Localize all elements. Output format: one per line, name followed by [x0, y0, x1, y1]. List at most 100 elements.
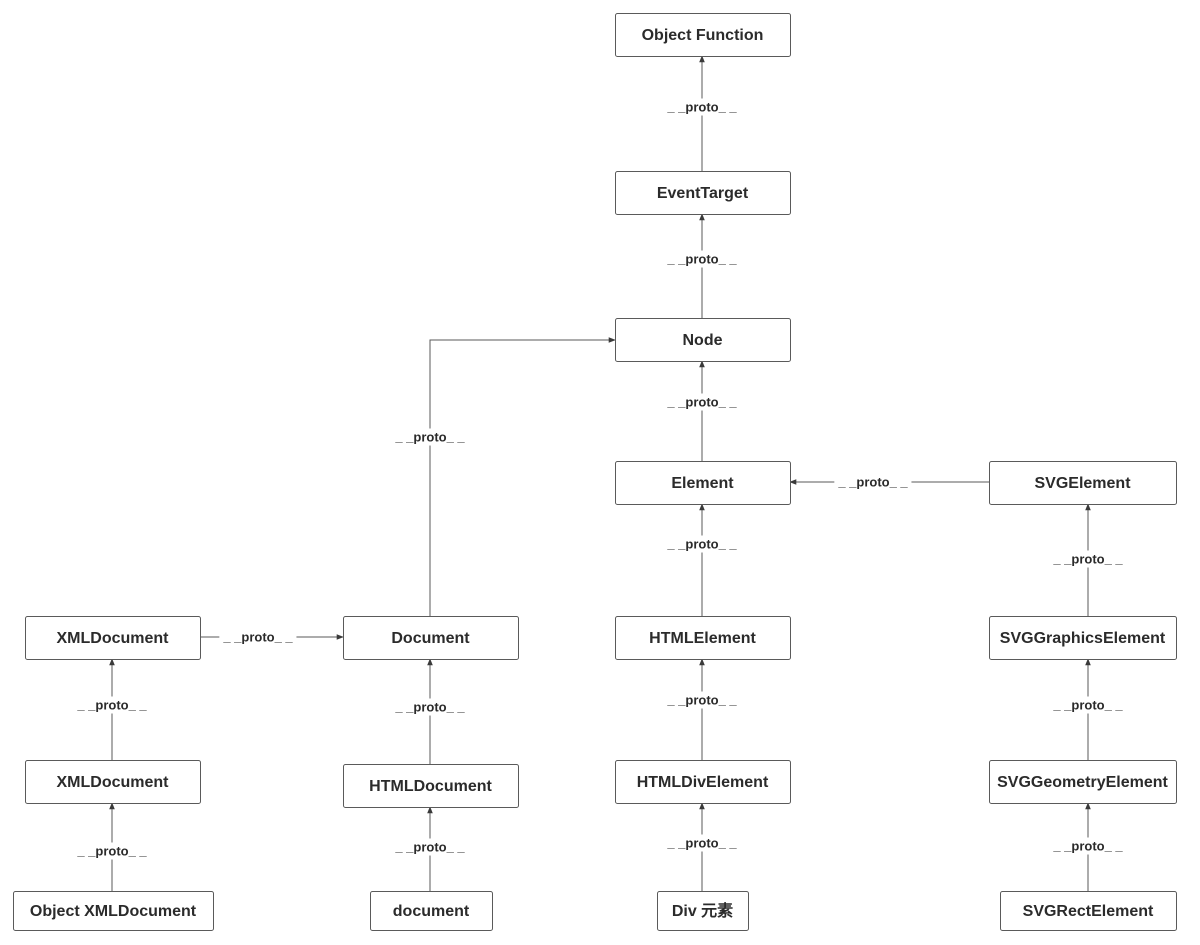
node-box — [25, 616, 201, 660]
edge-label: _ _proto_ _ — [222, 630, 293, 645]
edge-label: _ _proto_ _ — [1052, 698, 1123, 713]
node-box — [25, 760, 201, 804]
node-html-element: HTMLElement — [615, 616, 791, 660]
edge-label-background — [1049, 696, 1127, 714]
edge-label-background — [1049, 837, 1127, 855]
node-label: Object XMLDocument — [30, 903, 197, 920]
node-svg-rect-element: SVGRectElement — [1000, 891, 1177, 931]
proto-edge-svg-graphics-element-to-svg-element: _ _proto_ _ — [1049, 503, 1127, 616]
node-box — [989, 616, 1177, 660]
node-div-element: Div 元素 — [657, 891, 749, 931]
proto-edge-document-instance-to-html-document: _ _proto_ _ — [391, 806, 469, 891]
node-box — [989, 461, 1177, 505]
edge-label: _ _proto_ _ — [666, 836, 737, 851]
edge-label: _ _proto_ _ — [666, 100, 737, 115]
edge-label-background — [663, 535, 741, 553]
proto-edge-svg-rect-element-to-svg-geometry-element: _ _proto_ _ — [1049, 802, 1127, 891]
node-box — [615, 760, 791, 804]
proto-edge-node-to-event-target: _ _proto_ _ — [663, 213, 741, 318]
edge-label-background — [73, 842, 151, 860]
node-box — [615, 13, 791, 57]
node-object-xml-document: Object XMLDocument — [13, 891, 214, 931]
edge-label: _ _proto_ _ — [1052, 552, 1123, 567]
node-box — [615, 318, 791, 362]
node-node: Node — [615, 318, 791, 362]
node-svg-graphics-element: SVGGraphicsElement — [989, 616, 1177, 660]
proto-edge-div-element-to-html-div-element: _ _proto_ _ — [663, 802, 741, 891]
node-box — [657, 891, 749, 931]
node-box — [343, 764, 519, 808]
node-xml-document-1: XMLDocument — [25, 616, 201, 660]
edge-label-background — [391, 838, 469, 856]
node-svg-element: SVGElement — [989, 461, 1177, 505]
node-label: SVGGeometryElement — [997, 774, 1168, 791]
node-label: Element — [671, 475, 734, 492]
node-label: Document — [391, 630, 470, 647]
edge-label-background — [1049, 550, 1127, 568]
edge-label: _ _proto_ _ — [837, 475, 908, 490]
node-box — [343, 616, 519, 660]
node-label: SVGRectElement — [1023, 903, 1154, 920]
edges-layer: _ _proto_ _ _ _proto_ _ _ _proto_ _ _ _prot… — [73, 55, 1127, 891]
edge-label-background — [663, 834, 741, 852]
node-label: HTMLDocument — [369, 778, 492, 795]
proto-edge-svg-element-to-element: _ _proto_ _ — [789, 473, 989, 491]
edge-label-background — [73, 696, 151, 714]
edge-label: _ _proto_ _ — [394, 700, 465, 715]
edge-label-background — [663, 98, 741, 116]
edge-label-background — [663, 691, 741, 709]
node-html-document: HTMLDocument — [343, 764, 519, 808]
node-label: document — [393, 903, 470, 920]
node-label: Node — [683, 332, 723, 349]
node-label: Div 元素 — [672, 901, 733, 920]
proto-edge-html-document-to-document: _ _proto_ _ — [391, 658, 469, 764]
node-label: HTMLElement — [649, 630, 756, 647]
node-xml-document-2: XMLDocument — [25, 760, 201, 804]
node-box — [615, 461, 791, 505]
edge-label-background — [834, 473, 912, 491]
proto-edge-element-to-node: _ _proto_ _ — [663, 360, 741, 461]
proto-edge-document-to-node: _ _proto_ _ — [391, 337, 616, 616]
edge-label: _ _proto_ _ — [666, 252, 737, 267]
node-html-div-element: HTMLDivElement — [615, 760, 791, 804]
edge-label: _ _proto_ _ — [1052, 839, 1123, 854]
edge-label: _ _proto_ _ — [666, 537, 737, 552]
edge-label-background — [219, 628, 297, 646]
node-box — [13, 891, 214, 931]
proto-edge-html-element-to-element: _ _proto_ _ — [663, 503, 741, 616]
edge-label: _ _proto_ _ — [666, 395, 737, 410]
node-box — [370, 891, 493, 931]
proto-edge-xml-document-1-to-document: _ _proto_ _ — [200, 628, 344, 646]
node-event-target: EventTarget — [615, 171, 791, 215]
edge-label-background — [391, 698, 469, 716]
edge-label: _ _proto_ _ — [76, 844, 147, 859]
node-box — [989, 760, 1177, 804]
node-document: Document — [343, 616, 519, 660]
node-label: EventTarget — [657, 185, 749, 202]
node-label: SVGElement — [1034, 475, 1131, 492]
node-object-function: Object Function — [615, 13, 791, 57]
proto-edge-xml-document-2-to-xml-document-1: _ _proto_ _ — [73, 658, 151, 760]
edge-label: _ _proto_ _ — [394, 430, 465, 445]
edge-label: _ _proto_ _ — [394, 840, 465, 855]
edge-label-background — [663, 250, 741, 268]
node-label: SVGGraphicsElement — [1000, 630, 1166, 647]
node-label: HTMLDivElement — [637, 774, 769, 791]
node-svg-geometry-element: SVGGeometryElement — [989, 760, 1177, 804]
node-document-instance: document — [370, 891, 493, 931]
proto-edge-object-xml-document-to-xml-document-2: _ _proto_ _ — [73, 802, 151, 891]
node-box — [1000, 891, 1177, 931]
node-element: Element — [615, 461, 791, 505]
node-box — [615, 616, 791, 660]
proto-edge-svg-geometry-element-to-svg-graphics-element: _ _proto_ _ — [1049, 658, 1127, 760]
node-label: XMLDocument — [57, 774, 170, 791]
edge-label-background — [391, 428, 469, 446]
edge-label-background — [663, 393, 741, 411]
proto-edge-event-target-to-object-function: _ _proto_ _ — [663, 55, 741, 171]
proto-edge-html-div-element-to-html-element: _ _proto_ _ — [663, 658, 741, 760]
edge-arrow — [429, 337, 616, 616]
node-box — [615, 171, 791, 215]
node-label: XMLDocument — [57, 630, 170, 647]
